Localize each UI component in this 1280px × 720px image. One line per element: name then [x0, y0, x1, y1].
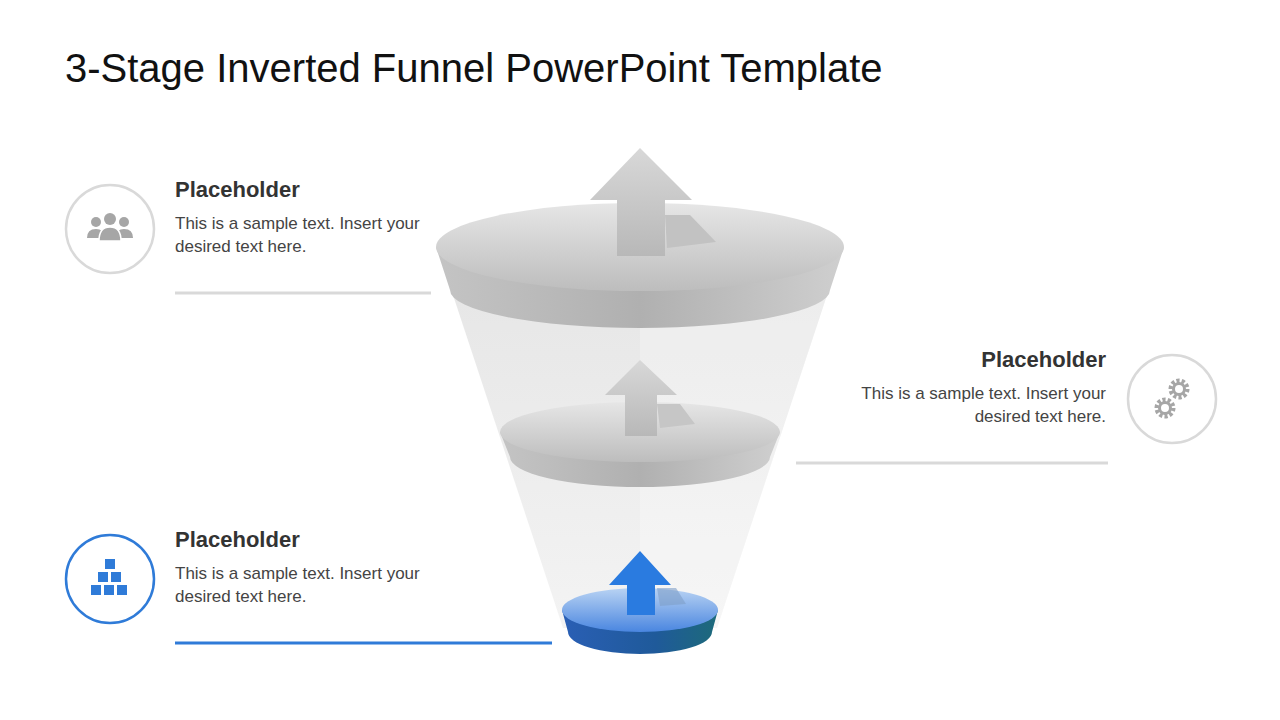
box [117, 585, 127, 595]
up-arrow [605, 360, 677, 436]
arrow-shadow [665, 215, 716, 248]
boxes-icon-circle [66, 535, 154, 623]
stage-heading: Placeholder [175, 526, 431, 554]
slide-title: 3-Stage Inverted Funnel PowerPoint Templ… [65, 44, 883, 92]
bottom-stage-disc [562, 551, 718, 654]
icon-circle [66, 185, 154, 273]
up-arrow [590, 148, 692, 256]
icon-circle [66, 535, 154, 623]
leader-line [796, 462, 1108, 465]
top-stage-disc [436, 148, 844, 328]
box [105, 559, 115, 569]
up-arrow [609, 551, 671, 615]
arrow-shadow [657, 404, 695, 428]
person-head [104, 213, 116, 225]
stage-text-block: PlaceholderThis is a sample text. Insert… [850, 346, 1106, 428]
arrow-shadow [657, 588, 686, 606]
leader-lines [175, 293, 1108, 643]
middle-stage-disc [500, 360, 780, 487]
stage-description: This is a sample text. Insert your desir… [850, 382, 1106, 428]
icon-circle [1128, 355, 1216, 443]
gear [1174, 384, 1185, 395]
person-head [119, 217, 129, 227]
leader-line [175, 642, 552, 645]
stage-description: This is a sample text. Insert your desir… [175, 212, 431, 258]
person-head [91, 217, 101, 227]
stage-heading: Placeholder [175, 176, 431, 204]
gear [1157, 400, 1173, 416]
stage-heading: Placeholder [850, 346, 1106, 374]
stage-description: This is a sample text. Insert your desir… [175, 562, 431, 608]
leader-line [175, 292, 431, 295]
box [91, 585, 101, 595]
box [104, 585, 114, 595]
funnel-cone [452, 292, 828, 628]
stage-text-block: PlaceholderThis is a sample text. Insert… [175, 526, 431, 608]
people-icon-circle [66, 185, 154, 273]
box [111, 572, 121, 582]
gear [1160, 403, 1171, 414]
cone-body [452, 292, 828, 628]
person-body [99, 227, 121, 241]
box [98, 572, 108, 582]
gear [1171, 381, 1187, 397]
gears-icon-circle [1128, 355, 1216, 443]
stage-text-block: PlaceholderThis is a sample text. Insert… [175, 176, 431, 258]
